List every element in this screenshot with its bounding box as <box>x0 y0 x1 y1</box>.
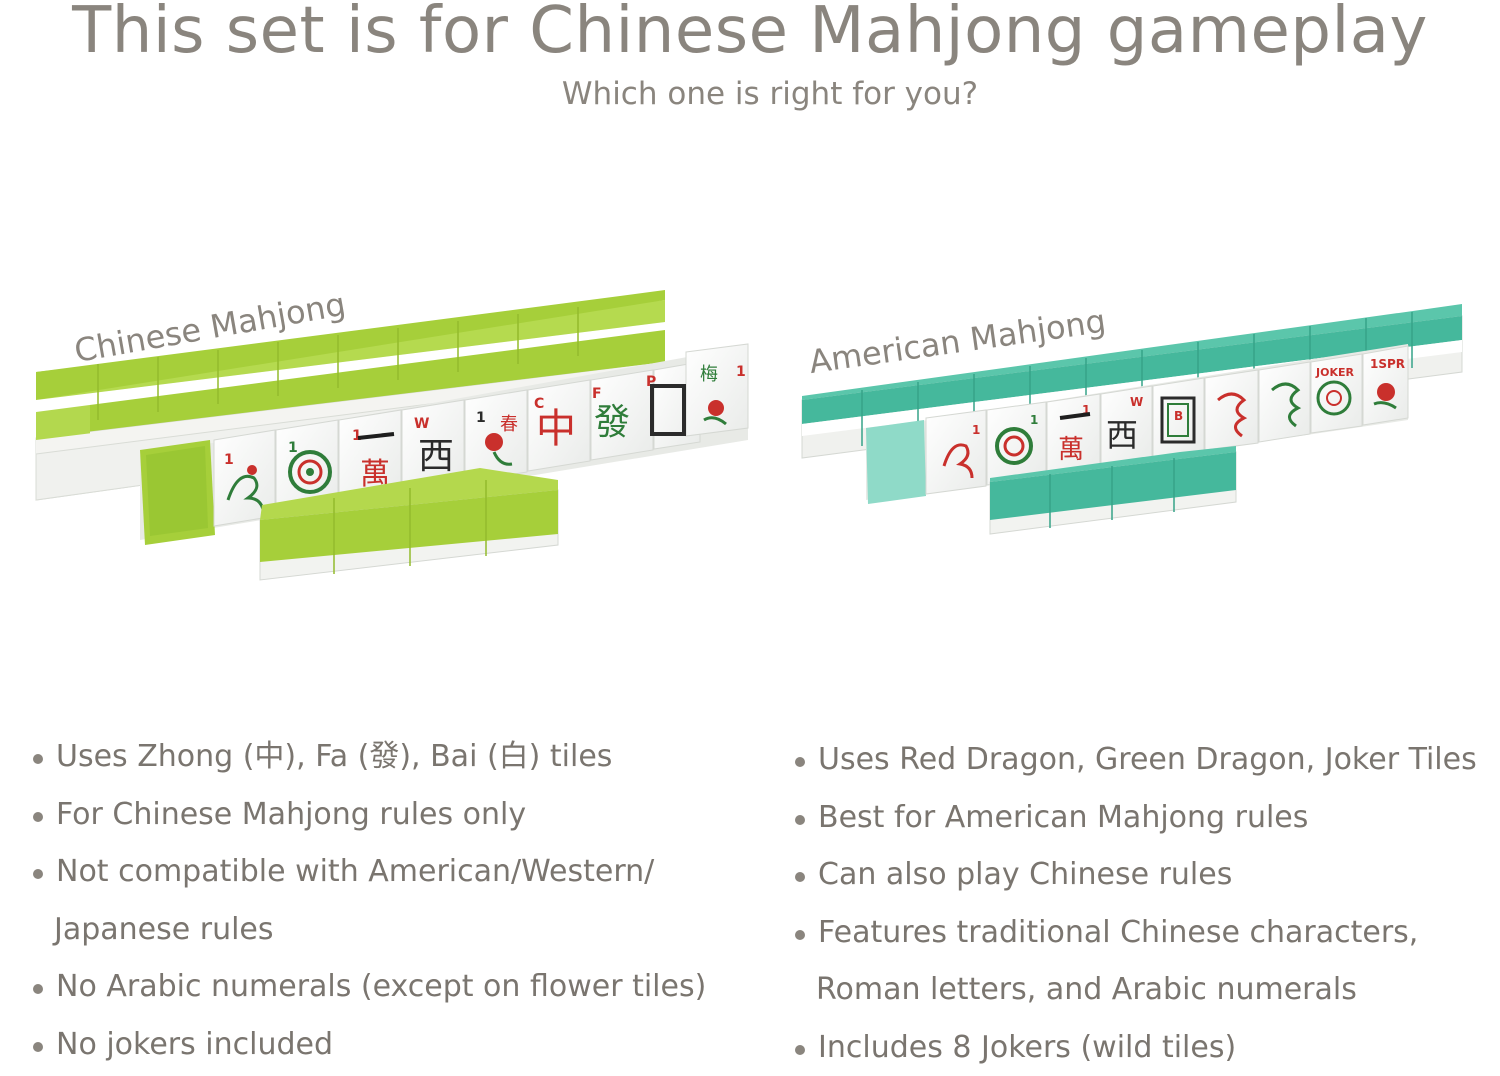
american-tile-number-5: B <box>1174 409 1183 423</box>
american-tile-number-4: W <box>1130 395 1143 409</box>
american-feature-item: Features traditional Chinese characters, <box>792 904 1500 962</box>
american-feature-item: Can also play Chinese rules <box>792 846 1500 904</box>
chinese-feature-item: For Chinese Mahjong rules only <box>30 786 770 844</box>
chinese-feature-item: No Arabic numerals (except on flower til… <box>30 958 770 1016</box>
american-tile-number-1: 1 <box>972 423 980 437</box>
chinese-features-list: Uses Zhong (中), Fa (發), Bai (白) tiles Fo… <box>30 728 770 1073</box>
american-feature-item-continued: Roman letters, and Arabic numerals <box>792 961 1500 1019</box>
svg-text:梅: 梅 <box>700 364 718 385</box>
chinese-feature-item: No jokers included <box>30 1016 770 1074</box>
american-feature-item: Best for American Mahjong rules <box>792 789 1500 847</box>
joker-tile-text: JOKER <box>1315 366 1354 379</box>
american-feature-item: Includes 8 Jokers (wild tiles) <box>792 1019 1500 1076</box>
svg-text:萬: 萬 <box>1058 435 1084 465</box>
chinese-feature-item: Uses Zhong (中), Fa (發), Bai (白) tiles <box>30 728 770 786</box>
west-wind-icon: 西 <box>1106 416 1138 454</box>
chinese-tile-number-1: 1 <box>224 452 234 468</box>
american-features-list: Uses Red Dragon, Green Dragon, Joker Til… <box>792 731 1500 1076</box>
american-tile-number-2: 1 <box>1030 413 1038 427</box>
green-dragon-icon: 發 <box>594 402 630 443</box>
chinese-feature-item-continued: Japanese rules <box>30 901 770 959</box>
mahjong-tiles-illustration: 1 1 1 W 1 C F P 1 <box>0 0 1500 720</box>
chinese-feature-item: Not compatible with American/Western/ <box>30 843 770 901</box>
chinese-tile-number-9: 1 <box>736 364 746 380</box>
chinese-tile-number-2: 1 <box>288 440 298 456</box>
spring-tile-text: 1SPR <box>1370 357 1405 371</box>
chinese-tile-number-7: F <box>592 386 602 402</box>
chinese-tile-number-5: 1 <box>476 410 486 426</box>
red-dragon-icon: 中 <box>536 406 576 452</box>
american-feature-item: Uses Red Dragon, Green Dragon, Joker Til… <box>792 731 1500 789</box>
west-wind-icon: 西 <box>418 436 454 477</box>
svg-text:春: 春 <box>500 414 518 435</box>
chinese-tile-number-4: W <box>414 416 429 432</box>
